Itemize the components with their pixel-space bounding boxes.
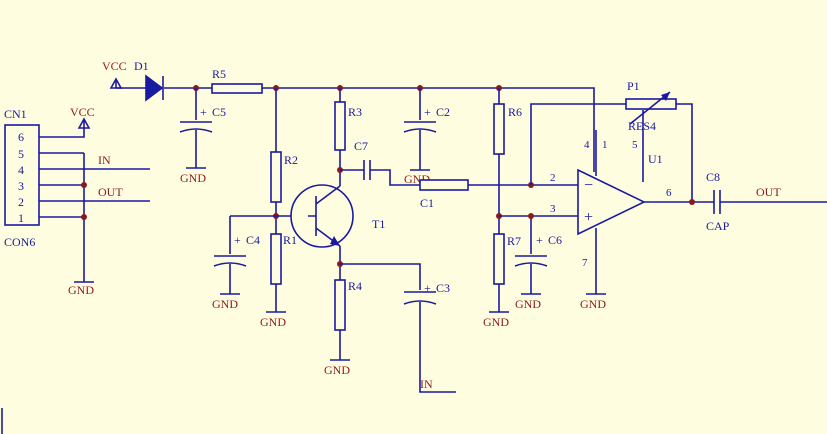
r4-resistor	[334, 279, 346, 331]
c3-label: C3	[436, 281, 450, 295]
junction-dot	[81, 182, 87, 188]
r3-resistor	[334, 101, 346, 151]
connector-pin-1: 1	[18, 211, 24, 225]
u1-opamp-body	[577, 168, 646, 236]
c5-capacitor: + C5 GND	[179, 88, 226, 185]
u1-label: U1	[648, 152, 663, 166]
u1-pin-5: 5	[632, 139, 638, 151]
bias-network: R2 R1 GND + C4 GND	[212, 88, 308, 329]
p1-wiper-arrow	[661, 92, 670, 101]
vcc-symbol	[77, 117, 91, 129]
junction-dot	[689, 199, 695, 205]
u1-pin-4: 4	[584, 139, 590, 151]
c5-symbol	[179, 88, 213, 168]
c7-symbol	[340, 160, 420, 186]
r5-label: R5	[212, 67, 226, 81]
u1-pin-3: 3	[550, 203, 556, 215]
r7-label: R7	[507, 234, 521, 248]
connector-body	[4, 124, 40, 226]
wire	[116, 87, 595, 172]
c4-label: C4	[246, 233, 260, 247]
c1-label: C1	[420, 196, 434, 210]
c8-label: C8	[706, 170, 720, 184]
divider-network: R6 R7 GND + C6 GND	[483, 88, 578, 329]
connector-leads	[39, 128, 150, 218]
c8-symbol	[708, 190, 827, 214]
c2-label: C2	[436, 105, 450, 119]
output-section: C8 CAP OUT	[706, 170, 827, 233]
r5-resistor	[211, 83, 263, 94]
gnd-label: GND	[212, 297, 238, 311]
c3-plus: +	[424, 281, 431, 295]
c1-element	[419, 179, 469, 191]
connector-cn1: CN1 6 5 4 3 2 1 CON6 VCC IN OUT GND	[4, 105, 150, 297]
t1-label: T1	[372, 217, 385, 231]
t1-symbol	[308, 185, 341, 247]
vcc-label: VCC	[102, 59, 127, 73]
transistor-stage: T1 R3 C7 R4 GND + C3 IN	[290, 88, 456, 393]
r2-label: R2	[284, 153, 298, 167]
u1-minus: −	[584, 177, 593, 194]
junction-dot	[81, 214, 87, 220]
connector-pin-2: 2	[18, 195, 24, 209]
connector-pin-5: 5	[18, 147, 24, 161]
d1-label: D1	[134, 59, 149, 73]
in-net-label-bottom: IN	[420, 377, 433, 391]
t1-transistor-body	[290, 184, 354, 248]
u1-pin-7: 7	[582, 257, 588, 269]
connector-pin-4: 4	[18, 163, 24, 177]
c2-symbol	[403, 88, 437, 170]
connector-ref: CN1	[4, 107, 27, 121]
c2-c1: + C2 GND C1	[403, 88, 578, 210]
out-net-label-left: OUT	[98, 185, 123, 199]
gnd-label: GND	[483, 315, 509, 329]
u1-plus: +	[584, 209, 593, 226]
r2-resistor	[270, 151, 282, 203]
r4-label: R4	[348, 279, 362, 293]
c6-plus: +	[536, 233, 543, 247]
gnd-label: GND	[515, 297, 541, 311]
c4-symbol	[213, 215, 308, 294]
in-net-label-left: IN	[98, 153, 111, 167]
r7-resistor	[493, 233, 505, 285]
connector-pin-6: 6	[18, 130, 24, 144]
c8-net-label: CAP	[706, 219, 730, 233]
r1-resistor	[270, 233, 282, 285]
c6-label: C6	[548, 233, 562, 247]
gnd-label: GND	[260, 315, 286, 329]
c3-symbol	[340, 263, 456, 393]
gnd-label: GND	[68, 283, 94, 297]
out-net-label-right: OUT	[756, 185, 781, 199]
c5-label: C5	[212, 105, 226, 119]
d1-diode	[145, 74, 164, 102]
u1-pins-wire	[595, 110, 644, 294]
u1-pin-2: 2	[550, 172, 556, 184]
opamp-stage: − + U1 2 3 4 1 5 6 7 GND P1 RES4	[528, 79, 708, 311]
junction-dot	[528, 213, 534, 219]
c2-plus: +	[424, 105, 431, 119]
p1-label: P1	[627, 79, 640, 93]
c5-plus: +	[200, 105, 207, 119]
vcc-label: VCC	[70, 105, 95, 119]
connector-type: CON6	[4, 235, 35, 249]
r1-label: R1	[283, 233, 297, 247]
r6-label: R6	[508, 105, 522, 119]
u1-pin-1: 1	[602, 139, 608, 151]
gnd-label: GND	[580, 297, 606, 311]
r3-label: R3	[348, 105, 362, 119]
t1-emitter-arrow	[330, 236, 340, 246]
p1-type: RES4	[628, 119, 656, 133]
connector-pin-3: 3	[18, 179, 24, 193]
feedback-wire	[530, 103, 708, 203]
gnd-label: GND	[324, 363, 350, 377]
u1-pin-6: 6	[666, 187, 672, 199]
c6-symbol	[499, 215, 578, 294]
vcc-symbol	[109, 77, 123, 89]
c4-plus: +	[234, 233, 241, 247]
c7-label: C7	[354, 139, 368, 153]
r6-resistor	[493, 103, 505, 155]
gnd-label: GND	[180, 171, 206, 185]
p1-potentiometer	[625, 98, 677, 110]
